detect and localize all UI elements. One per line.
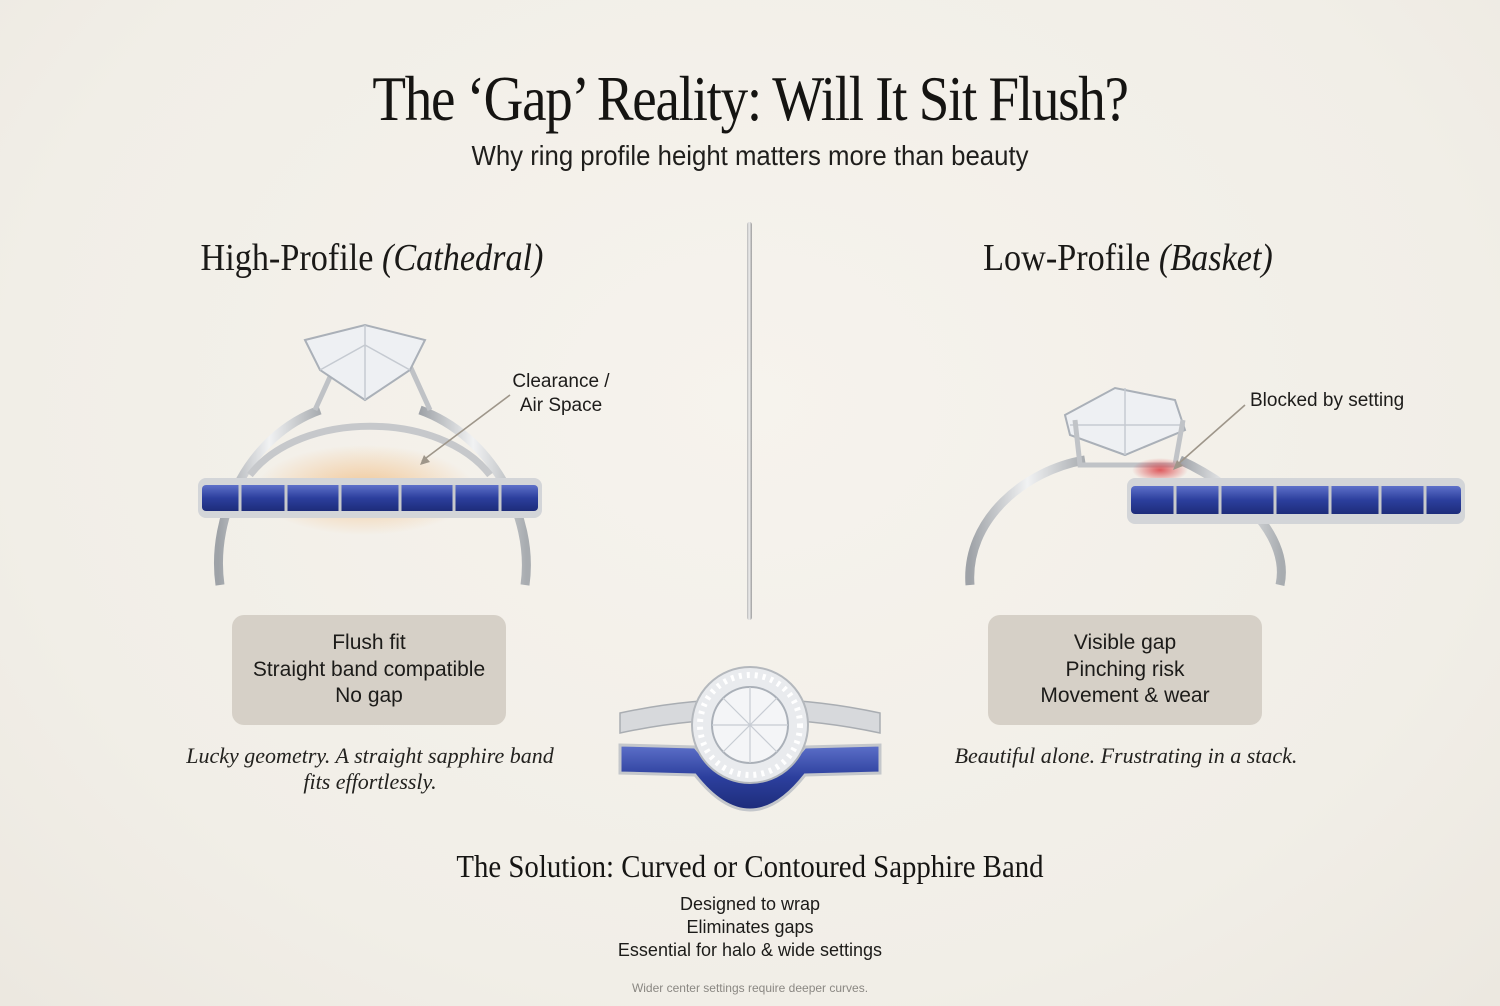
footnote: Wider center settings require deeper cur… (631, 981, 869, 995)
box-line: Pinching risk (1065, 657, 1185, 681)
high-profile-pros-box: Flush fit Straight band compatible No ga… (232, 615, 506, 725)
heading-italic: (Basket) (1158, 237, 1273, 279)
box-line: No gap (335, 684, 403, 708)
heading-main: Low-Profile (983, 237, 1159, 279)
blocked-callout: Blocked by setting (1250, 390, 1405, 411)
caption-line: Lucky geometry. A straight sapphire band (186, 743, 554, 768)
basket-ring-illustration (965, 386, 1465, 586)
low-profile-heading: Low-Profile (Basket) (903, 236, 1353, 280)
solution-points: Designed to wrap Eliminates gaps Essenti… (0, 893, 1500, 962)
low-profile-cons-box: Visible gap Pinching risk Movement & wea… (988, 615, 1262, 725)
high-profile-heading: High-Profile (Cathedral) (147, 236, 597, 280)
solution-title: The Solution: Curved or Contoured Sapphi… (456, 848, 1044, 884)
page-title: The ‘Gap’ Reality: Will It Sit Flush? (372, 63, 1128, 134)
high-profile-caption: Lucky geometry. A straight sapphire band… (170, 743, 570, 795)
callout-line: Clearance / (512, 371, 610, 392)
page-subtitle: Why ring profile height matters more tha… (471, 140, 1029, 171)
box-line: Visible gap (1073, 631, 1177, 655)
box-line: Straight band compatible (252, 657, 486, 681)
box-line: Movement & wear (1040, 684, 1210, 708)
center-divider (747, 222, 752, 620)
curved-band-illustration (618, 666, 882, 812)
caption-line: fits effortlessly. (303, 769, 437, 794)
callout-line: Air Space (519, 395, 603, 416)
solution-point: Eliminates gaps (686, 917, 814, 937)
clearance-callout: Clearance / Air Space (505, 370, 617, 418)
cathedral-ring-illustration (198, 323, 542, 586)
heading-italic: (Cathedral) (381, 237, 544, 279)
box-line: Flush fit (332, 631, 406, 655)
low-profile-caption: Beautiful alone. Frustrating in a stack. (954, 743, 1298, 768)
heading-main: High-Profile (200, 237, 382, 279)
solution-point: Designed to wrap (679, 894, 821, 914)
solution-point: Essential for halo & wide settings (617, 940, 883, 960)
